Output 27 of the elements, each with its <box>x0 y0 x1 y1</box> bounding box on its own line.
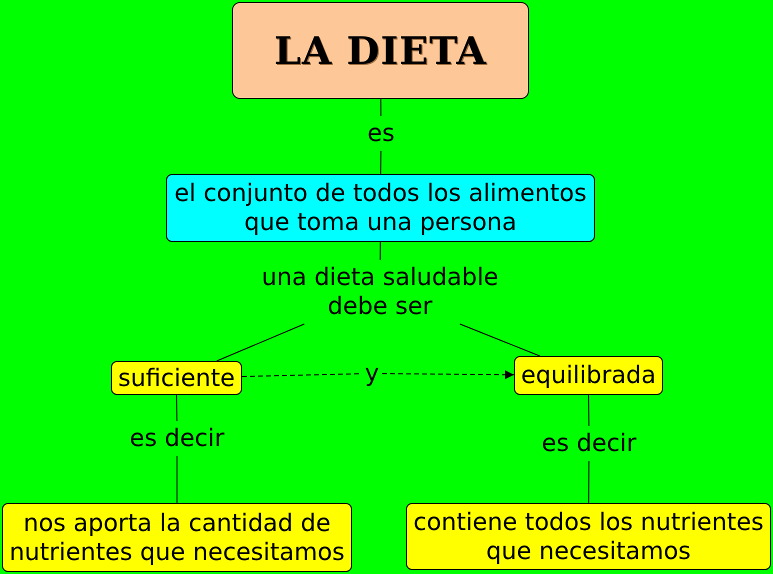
linking-phrase: es decir <box>130 424 224 453</box>
concept-text: equilibrada <box>521 361 656 390</box>
connector-line <box>216 324 305 362</box>
title-text: LA DIETA <box>274 28 487 72</box>
connector-line <box>176 456 178 504</box>
concept-box <box>166 174 595 242</box>
connector-line <box>380 242 381 260</box>
connector-line <box>588 460 590 504</box>
connector-line <box>459 324 540 356</box>
concept-box <box>406 503 771 570</box>
concept-box <box>2 503 352 572</box>
title-box <box>232 2 529 99</box>
linking-phrase: y <box>364 359 380 388</box>
concept-text: contiene todos los nutrientes que necesitamos <box>412 508 765 566</box>
connector-line <box>380 150 382 174</box>
concept-text: el conjunto de todos los alimentos que toma una persona <box>173 179 588 237</box>
linking-phrase: una dieta saludable debe ser <box>254 263 506 321</box>
linking-phrase: es <box>367 119 395 148</box>
connector-line <box>380 98 382 116</box>
concept-box <box>111 361 242 395</box>
concept-text: suficiente <box>118 364 235 392</box>
connector-line <box>176 394 178 422</box>
linking-phrase: es decir <box>542 429 636 458</box>
concept-text: nos aporta la cantidad de nutrientes que necesitamos <box>8 508 346 566</box>
connector-line <box>588 394 590 426</box>
concept-box <box>514 356 663 395</box>
arrow <box>382 370 514 380</box>
